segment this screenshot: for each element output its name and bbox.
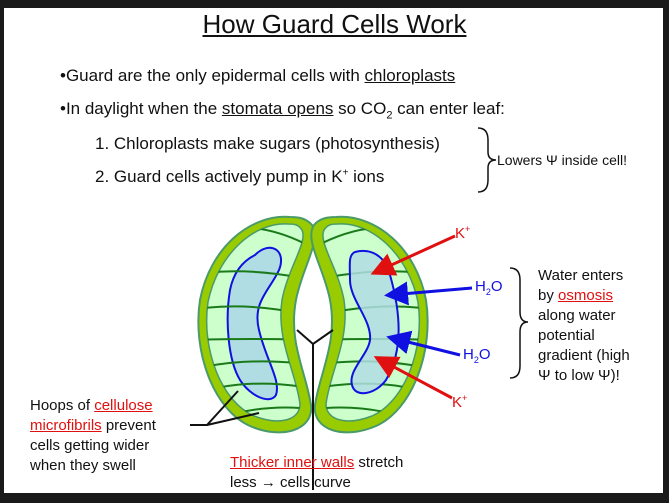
note-line: along water <box>538 307 616 324</box>
note-text: by <box>538 287 559 304</box>
microfibrils-link[interactable]: microfibrils <box>30 417 102 434</box>
h-text: H <box>463 346 474 363</box>
note-text: stretch <box>354 454 404 471</box>
h2o-label-bottom: H2O <box>463 346 491 365</box>
note-line: Ψ to low Ψ)! <box>538 367 620 384</box>
h2o-sub: 2 <box>473 355 479 365</box>
h2o-arrow-bottom <box>386 330 461 357</box>
hoops-note: Hoops of cellulose microfibrils prevent … <box>30 396 156 476</box>
superscript: + <box>342 167 349 179</box>
bullet-chloroplasts: •Guard are the only epidermal cells with… <box>60 66 455 86</box>
note-line: Hoops of cellulose <box>30 396 156 416</box>
note-line: microfibrils prevent <box>30 416 156 436</box>
k-arrow-bottom <box>373 356 453 400</box>
stomata-link[interactable]: stomata opens <box>221 99 334 118</box>
o-text: O <box>478 346 491 363</box>
note-line: when they swell <box>30 457 136 474</box>
pointer-lines <box>190 329 334 490</box>
osmosis-link[interactable]: osmosis <box>558 287 614 304</box>
water-note: Water enters by osmosis along water pote… <box>538 266 630 386</box>
note-line: by osmosis <box>538 286 630 306</box>
walls-note: Thicker inner walls stretch less → cells… <box>230 453 403 493</box>
bullet-text: •In daylight when the <box>60 99 222 118</box>
brace-steps <box>477 127 497 193</box>
k-sup: + <box>462 393 468 403</box>
cellulose-link[interactable]: cellulose <box>94 397 153 414</box>
note-line: potential <box>538 327 595 344</box>
note-line: gradient (high <box>538 347 630 364</box>
bullet-text: can enter leaf: <box>392 99 505 118</box>
page-title: How Guard Cells Work <box>202 9 467 39</box>
step-text: 2. Guard cells actively pump in K <box>95 167 343 186</box>
brace-note: Lowers Ψ inside cell! <box>497 152 627 168</box>
step-text: ions <box>348 167 385 186</box>
note-line: Thicker inner walls stretch <box>230 453 403 473</box>
step-2: 2. Guard cells actively pump in K+ ions <box>95 167 384 187</box>
k-arrow-top <box>370 234 456 276</box>
k-sup: + <box>465 224 471 234</box>
k-label-top: K+ <box>455 224 470 242</box>
note-text: prevent <box>101 417 156 434</box>
k-label-bottom: K+ <box>452 393 467 411</box>
h2o-sub: 2 <box>485 287 491 297</box>
thicker-walls-link[interactable]: Thicker inner walls <box>230 454 355 471</box>
left-guard-cell <box>197 215 316 434</box>
bullet-text: •Guard are the only epidermal cells with <box>60 66 365 85</box>
h2o-label-top: H2O <box>475 278 503 297</box>
k-text: K <box>452 394 463 411</box>
chloroplasts-link[interactable]: chloroplasts <box>364 66 456 85</box>
o-text: O <box>490 278 503 295</box>
bullet-text: so CO <box>333 99 387 118</box>
bullet-daylight: •In daylight when the stomata opens so C… <box>60 99 505 121</box>
note-line: cells getting wider <box>30 437 150 454</box>
brace-water <box>509 267 529 379</box>
subscript: 2 <box>386 109 393 122</box>
h2o-arrow-top <box>384 281 473 306</box>
note-text: Hoops of <box>30 397 95 414</box>
step-1: 1. Chloroplasts make sugars (photosynthe… <box>95 134 440 153</box>
h-text: H <box>475 278 486 295</box>
note-line: Water enters <box>538 267 624 284</box>
k-text: K <box>455 225 466 242</box>
note-line: less → cells curve <box>230 474 351 491</box>
